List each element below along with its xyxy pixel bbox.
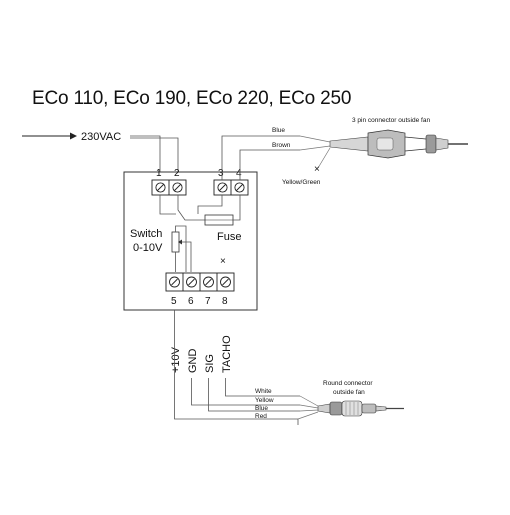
diagram-title: ECo 110, ECo 190, ECo 220, ECo 250 xyxy=(32,88,351,109)
round-connector-icon xyxy=(317,400,404,417)
round-connector-title-1: Round connector xyxy=(323,380,373,387)
round-wire-label-white: White xyxy=(255,388,272,395)
wire-blue-out xyxy=(221,135,300,180)
internal-wire-2 xyxy=(177,195,205,221)
input-voltage-label: 230VAC xyxy=(81,131,121,143)
terminal-number-8: 8 xyxy=(222,296,228,307)
switch-label: Switch xyxy=(130,228,162,240)
round-wire-label-yellow: Yellow xyxy=(255,397,274,404)
terminal-block-input xyxy=(151,179,187,196)
wire-yellow xyxy=(191,378,300,406)
unconnected-mark: × xyxy=(220,256,226,267)
round-wire-label-red: Red xyxy=(255,413,267,420)
3pin-wire-label-earth: Yellow/Green xyxy=(282,179,321,186)
wire-brown-out xyxy=(239,149,300,180)
signal-label-10v: +10V xyxy=(170,346,182,373)
terminal-number-2: 2 xyxy=(174,168,180,179)
signal-label-sig: SIG xyxy=(204,354,216,373)
switch-range-label: 0-10V xyxy=(133,242,163,254)
3pin-connector-title: 3 pin connector outside fan xyxy=(352,117,430,124)
signal-label-tacho: TACHO xyxy=(221,335,233,373)
3pin-wire-label-blue: Blue xyxy=(272,127,285,134)
wire-white xyxy=(225,378,300,397)
fuse-label: Fuse xyxy=(217,231,241,243)
terminal-number-1: 1 xyxy=(156,168,162,179)
internal-wire-1 xyxy=(159,195,176,215)
terminal-number-4: 4 xyxy=(236,168,242,179)
3pin-connector-icon xyxy=(329,129,468,159)
earth-unconnected-mark: × xyxy=(314,164,320,175)
input-arrow xyxy=(22,132,77,140)
signal-label-gnd: GND xyxy=(187,349,199,374)
terminal-number-6: 6 xyxy=(188,296,194,307)
input-wire-2 xyxy=(130,137,179,180)
wire-blue xyxy=(208,378,300,412)
terminal-number-5: 5 xyxy=(171,296,177,307)
terminal-number-7: 7 xyxy=(205,296,211,307)
internal-wire-4 xyxy=(197,195,223,214)
round-wire-label-blue: Blue xyxy=(255,405,268,412)
input-wire-1 xyxy=(130,135,161,180)
wire-red xyxy=(174,310,299,425)
3pin-wire-label-brown: Brown xyxy=(272,142,291,149)
terminal-number-3: 3 xyxy=(218,168,224,179)
terminal-block-output xyxy=(213,179,249,196)
internal-wire-3 xyxy=(233,195,241,221)
round-connector-title-2: outside fan xyxy=(333,389,365,396)
potentiometer-symbol xyxy=(171,225,192,272)
terminal-block-signal xyxy=(165,272,235,292)
